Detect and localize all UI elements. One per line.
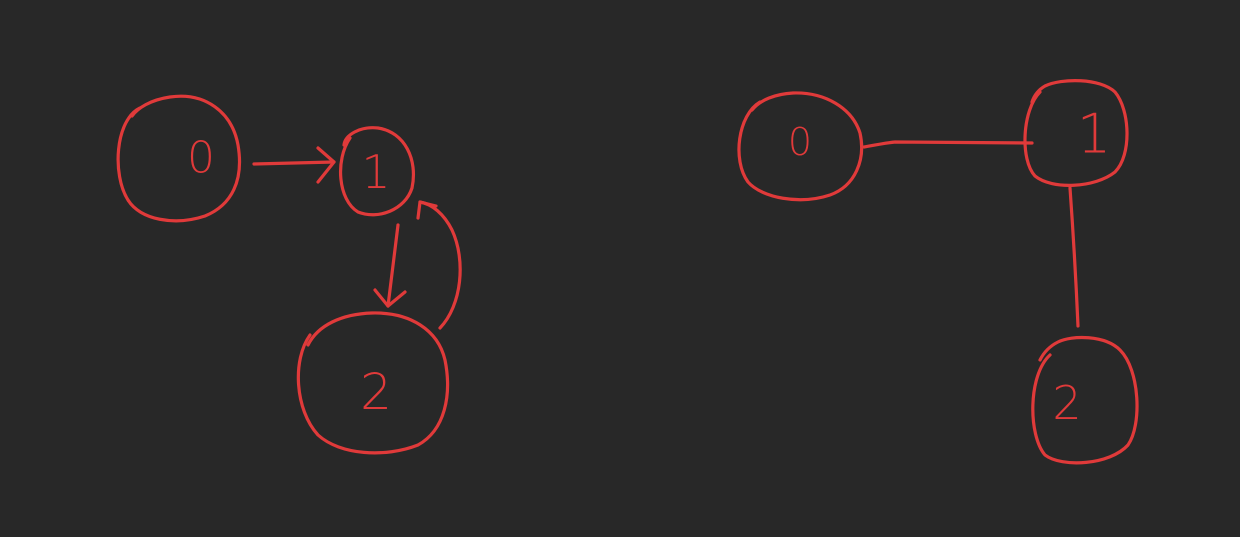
undirected-node-1: 1 — [1023, 79, 1129, 187]
edge-0-1-arrowhead — [316, 146, 336, 184]
directed-node-1: 1 — [338, 126, 415, 217]
edge-2-1-curve — [418, 200, 462, 330]
node-0-label: 0 — [187, 133, 215, 184]
node-2-circle — [1031, 335, 1139, 465]
edge-2-1-arrowhead — [416, 200, 438, 220]
undirected-node-2: 2 — [1031, 335, 1139, 465]
undirected-edge-1-2 — [1068, 186, 1080, 328]
node-1-label: 1 — [1077, 103, 1111, 166]
directed-node-0: 0 — [116, 94, 242, 223]
edge-1-2-line — [386, 223, 400, 308]
undirected-graph: 0 1 2 — [737, 79, 1139, 465]
node-1-label: 1 — [361, 145, 390, 199]
directed-edge-1-2 — [373, 223, 407, 308]
undirected-node-0: 0 — [737, 91, 864, 202]
edge-0-1-line — [252, 160, 336, 166]
directed-edge-2-1 — [416, 200, 462, 330]
node-2-label: 2 — [360, 363, 392, 421]
undirected-edge-0-1 — [862, 140, 1034, 149]
node-2-circle — [296, 311, 450, 455]
node-2-label: 2 — [1052, 376, 1081, 430]
node-0-circle — [737, 91, 864, 202]
directed-edge-0-1 — [252, 146, 336, 184]
directed-graph: 0 1 2 — [116, 94, 462, 455]
node-0-label: 0 — [788, 120, 812, 164]
directed-node-2: 2 — [296, 311, 450, 455]
node-1-circle — [338, 126, 415, 217]
edge-1-2-arrowhead — [373, 288, 407, 308]
node-1-circle — [1023, 79, 1129, 187]
node-0-circle — [116, 94, 242, 223]
